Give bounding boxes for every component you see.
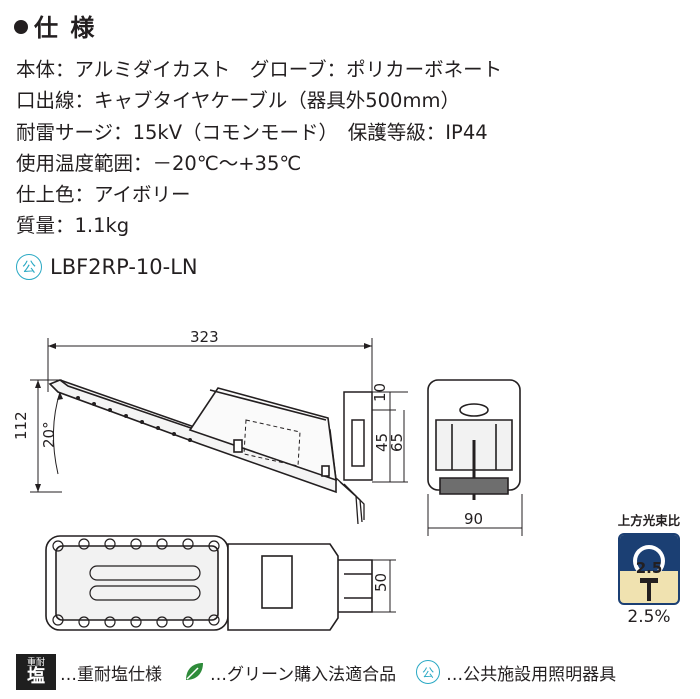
salt-icon-main: 塩 xyxy=(27,665,45,687)
height-label: 112 xyxy=(12,411,30,440)
spec-list: 本体：アルミダイカスト グローブ：ポリカーボネート 口出線：キャブタイヤケーブル… xyxy=(16,54,502,242)
bullet-dot xyxy=(14,20,28,34)
legend-public-label: …公共施設用照明器具 xyxy=(446,664,617,685)
length-dimension xyxy=(47,338,373,392)
mount-label: 50 xyxy=(372,573,390,592)
salt-resistant-icon: 重耐 塩 xyxy=(16,654,56,690)
spec-line-body: 本体：アルミダイカスト グローブ：ポリカーボネート xyxy=(16,58,503,81)
legend-salt: 重耐 塩 …重耐塩仕様 xyxy=(16,654,162,690)
legend-green: …グリーン購入法適合品 xyxy=(182,660,396,685)
side-view xyxy=(48,379,365,525)
legend-bar: 重耐 塩 …重耐塩仕様 …グリーン購入法適合品 公 …公共施設用照明器具 xyxy=(16,654,696,690)
public-facility-icon-small: 公 xyxy=(416,660,441,684)
model-code: LBF2RP-10-LN xyxy=(50,255,198,279)
upward-light-badge: 2.5 xyxy=(618,533,680,605)
angle-label: 20° xyxy=(40,421,58,448)
legend-public: 公 …公共施設用照明器具 xyxy=(416,660,616,685)
side-bracket xyxy=(343,391,373,481)
salt-icon-top: 重耐 xyxy=(26,657,45,668)
spec-line-cable: 口出線：キャブタイヤケーブル（器具外500mm） xyxy=(16,89,460,113)
lamp-pole-icon xyxy=(647,579,651,601)
top-view xyxy=(45,535,373,631)
upward-light-ratio: 上方光束比 2.5 2.5% xyxy=(606,510,692,627)
side-holes xyxy=(76,396,192,442)
spec-line-color: 仕上色：アイボリー xyxy=(16,183,191,207)
spec-heading: 仕 様 xyxy=(14,8,96,43)
dim-45-label: 45 xyxy=(373,433,391,452)
right-dimensions xyxy=(372,391,408,483)
model-row: 公 LBF2RP-10-LN xyxy=(16,254,198,280)
mount-dimension xyxy=(372,559,396,613)
legend-salt-label: …重耐塩仕様 xyxy=(60,664,162,685)
top-view-screws xyxy=(52,538,220,628)
dim-10-label: 10 xyxy=(371,383,389,402)
public-facility-icon: 公 xyxy=(16,254,42,280)
legend-green-label: …グリーン購入法適合品 xyxy=(210,664,397,685)
top-view-slots xyxy=(89,565,201,601)
height-dimension xyxy=(30,379,62,493)
upward-light-percent: 2.5% xyxy=(627,607,671,627)
front-view xyxy=(427,379,521,500)
width-label: 90 xyxy=(464,510,483,528)
spec-line-temp: 使用温度範囲：－20℃～+35℃ xyxy=(16,151,302,175)
green-leaf-icon xyxy=(186,663,203,680)
light-arc-icon xyxy=(633,545,665,577)
width-dimension xyxy=(427,494,523,536)
upward-light-title: 上方光束比 xyxy=(617,513,681,528)
spec-line-mass: 質量：1.1kg xyxy=(16,214,130,238)
dim-65-label: 65 xyxy=(388,433,406,452)
spec-line-surge: 耐雷サージ：15kV（コモンモード） 保護等級：IP44 xyxy=(16,120,488,144)
spec-heading-text: 仕 様 xyxy=(34,14,97,42)
length-label: 323 xyxy=(190,328,219,346)
badge-value: 2.5 xyxy=(635,559,663,577)
